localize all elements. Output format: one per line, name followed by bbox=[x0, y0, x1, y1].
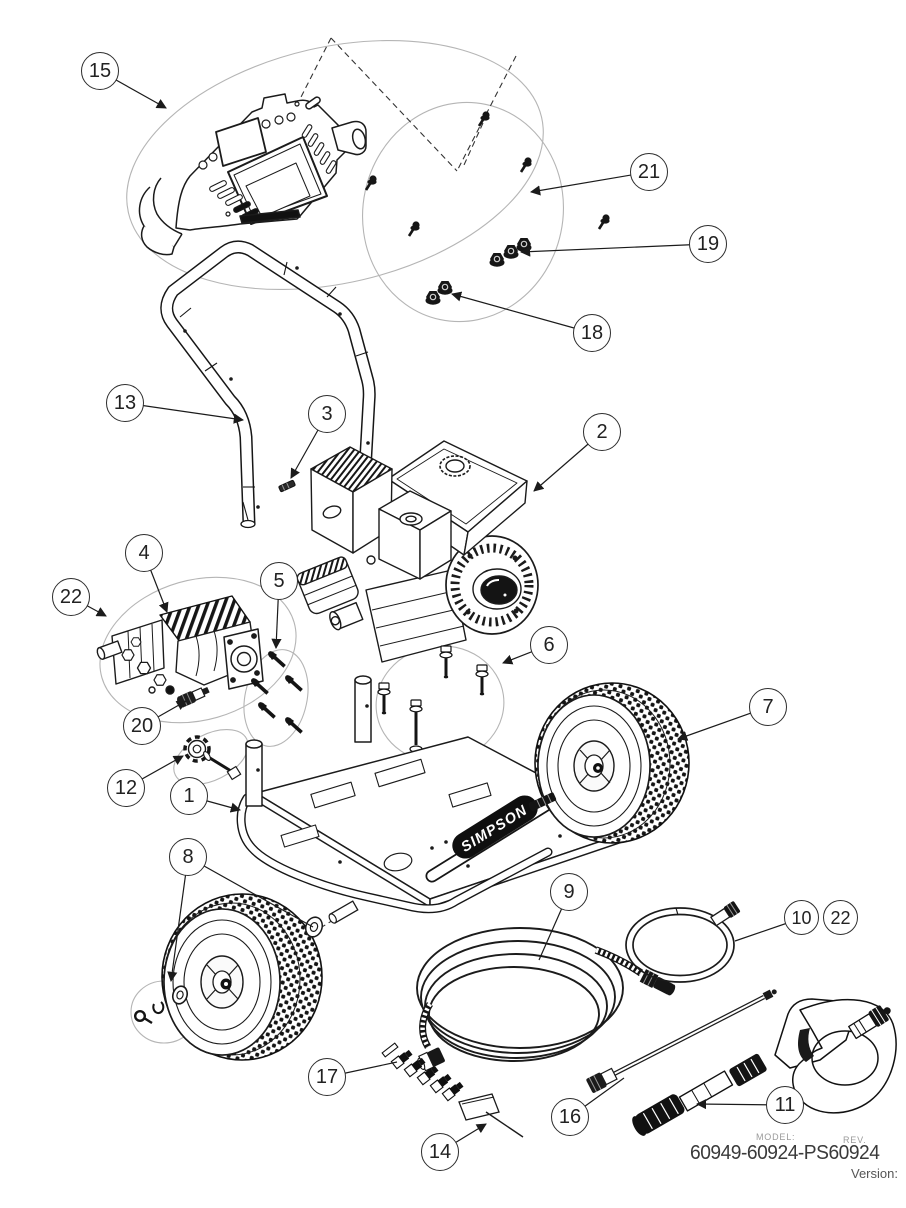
callout-3[interactable]: 3 bbox=[308, 395, 346, 433]
bolts-group-5 bbox=[251, 651, 303, 734]
callout-19[interactable]: 19 bbox=[689, 225, 727, 263]
callout-20[interactable]: 20 bbox=[123, 707, 161, 745]
spray-gun-illustration bbox=[632, 998, 897, 1136]
bolts-group-6 bbox=[377, 645, 489, 753]
jumper-hose-illustration bbox=[625, 901, 741, 983]
callout-8[interactable]: 8 bbox=[169, 838, 207, 876]
lance-illustration bbox=[586, 989, 777, 1093]
needle-tool-illustration bbox=[458, 1093, 524, 1138]
callout-7[interactable]: 7 bbox=[749, 688, 787, 726]
nuts-group-19 bbox=[489, 237, 532, 267]
handle-pin bbox=[278, 479, 296, 493]
pump-illustration bbox=[96, 595, 264, 695]
callout-1[interactable]: 1 bbox=[170, 777, 208, 815]
group-boundary-ellipses bbox=[99, 39, 565, 1044]
callout-5[interactable]: 5 bbox=[260, 562, 298, 600]
rev-label: REV. bbox=[843, 1135, 867, 1145]
callout-9[interactable]: 9 bbox=[550, 873, 588, 911]
version-label: Version: bbox=[851, 1166, 898, 1181]
outlet-fitting bbox=[177, 686, 210, 708]
model-number: 60949-60924-PS60924 bbox=[690, 1142, 880, 1164]
callout-22-pump[interactable]: 22 bbox=[52, 578, 90, 616]
callout-4[interactable]: 4 bbox=[125, 534, 163, 572]
callout-15[interactable]: 15 bbox=[81, 52, 119, 90]
callout-10[interactable]: 10 bbox=[784, 900, 819, 935]
left-wheel-illustration bbox=[161, 893, 359, 1061]
callout-22-hose[interactable]: 22 bbox=[823, 900, 858, 935]
leader-lines bbox=[70, 70, 803, 1153]
right-wheel-illustration bbox=[528, 682, 690, 844]
control-panel-illustration bbox=[138, 93, 367, 256]
callout-6[interactable]: 6 bbox=[530, 626, 568, 664]
callout-12[interactable]: 12 bbox=[107, 769, 145, 807]
callout-21[interactable]: 21 bbox=[630, 153, 668, 191]
panel-screws-group bbox=[364, 111, 610, 237]
callout-18[interactable]: 18 bbox=[573, 314, 611, 352]
model-label: MODEL: bbox=[756, 1132, 796, 1142]
nuts-group-18 bbox=[425, 280, 453, 305]
nozzles-illustration bbox=[381, 1042, 464, 1102]
callout-11[interactable]: 11 bbox=[766, 1086, 804, 1124]
axle-pin-parts-group bbox=[133, 985, 189, 1025]
callout-17[interactable]: 17 bbox=[308, 1058, 346, 1096]
engine-illustration bbox=[296, 440, 539, 663]
knob-and-bolt bbox=[183, 735, 242, 781]
callout-16[interactable]: 16 bbox=[551, 1098, 589, 1136]
hose-illustration bbox=[416, 927, 676, 1072]
callout-14[interactable]: 14 bbox=[421, 1133, 459, 1171]
callout-2[interactable]: 2 bbox=[583, 413, 621, 451]
callout-13[interactable]: 13 bbox=[106, 384, 144, 422]
